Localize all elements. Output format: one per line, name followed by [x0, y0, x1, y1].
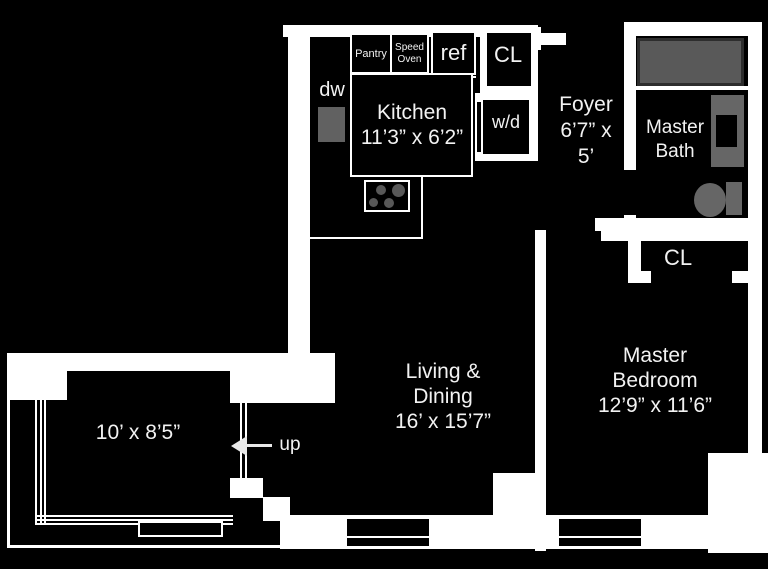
wall-master-closet-left [628, 230, 641, 283]
pantry-cabinet: Pantry [350, 33, 392, 74]
master-bedroom-label-line2: Bedroom [612, 369, 698, 392]
burner-icon [376, 185, 386, 195]
wall-living-bedroom [535, 230, 546, 551]
wall-living-left-block [230, 353, 335, 403]
terrace-railing-bottom-1 [35, 515, 233, 517]
wall-entry-jamb-horizontal [539, 33, 566, 45]
burner-icon [369, 198, 378, 207]
washer-dryer-door-slot [477, 102, 481, 152]
master-bath-label: Master Bath [630, 116, 720, 164]
kitchen-floor-outline [350, 73, 473, 177]
terrace-railing-bottom-3 [35, 523, 233, 525]
stairs-up-label: up [279, 434, 301, 455]
up-arrow-stem [246, 444, 272, 447]
terrace-railing-left-3 [44, 400, 46, 525]
wall-right [748, 22, 762, 455]
washer-dryer-label: w/d [491, 112, 520, 132]
foyer-label-dims1: 6’7” x [560, 119, 612, 142]
pantry-label: Pantry [355, 47, 387, 60]
window-sash-line [559, 536, 641, 538]
window-bedroom [557, 517, 643, 548]
counter-line-horizontal [310, 237, 423, 239]
wall-column-block [493, 473, 545, 515]
wall-bath-left-upper [624, 28, 636, 170]
living-dining-label-line1: Living & [405, 360, 481, 383]
wall-bottom-right-block [708, 453, 768, 553]
toilet-bowl [694, 183, 726, 217]
stair-step-1 [230, 478, 263, 498]
terrace-outer-left-line [7, 353, 10, 548]
terrace-railing-left-2 [40, 400, 42, 525]
toilet-tank [726, 182, 742, 215]
wall-bath-top [624, 22, 762, 36]
terrace-outer-bottom-line [7, 545, 283, 548]
terrace-label: 10’ x 8’5” [68, 421, 208, 445]
hall-closet-interior [487, 33, 531, 86]
wall-bedroom-top [601, 230, 748, 241]
dishwasher-label: dw [319, 79, 345, 101]
foyer-label: Foyer 6’7” x 5’ [544, 92, 628, 170]
foyer-label-dims2: 5’ [577, 145, 595, 168]
window-sash-line [347, 536, 429, 538]
wall-master-closet-right-stub [732, 271, 748, 283]
kitchen-label-name: Kitchen [376, 101, 448, 124]
speed-oven-label-line1: Speed [395, 41, 424, 53]
wall-kitchen-left [288, 25, 310, 353]
speed-oven-label-line2: Oven [397, 53, 422, 65]
master-bedroom-label-dims: 12’9” x 11’6” [597, 394, 712, 417]
master-closet-label: CL [663, 245, 693, 270]
master-bath-label-line2: Bath [655, 141, 695, 162]
terrace-railing-left-1 [35, 400, 37, 525]
master-bath-label-line1: Master [645, 117, 705, 138]
wall-terrace-top-left-block [10, 353, 67, 400]
sink-basin [716, 115, 737, 147]
living-dining-label-dims: 16’ x 15’7” [394, 410, 492, 433]
living-dining-label: Living & Dining 16’ x 15’7” [368, 359, 518, 434]
refrigerator-label: ref [440, 40, 467, 65]
washer-dryer-interior [483, 100, 529, 154]
burner-icon [384, 198, 394, 208]
kitchen-label: Kitchen 11’3” x 6’2” [337, 100, 487, 150]
counter-line-vertical [421, 177, 423, 238]
hall-closet-label: CL [493, 42, 523, 67]
refrigerator: ref [431, 31, 476, 75]
living-dining-label-line2: Dining [413, 385, 473, 408]
terrace-lower-step [138, 521, 223, 537]
terrace-railing-bottom-2 [35, 519, 233, 521]
bathtub [637, 38, 744, 86]
kitchen-label-dims: 11’3” x 6’2” [360, 126, 464, 149]
foyer-label-name: Foyer [559, 93, 613, 116]
master-bedroom-label: Master Bedroom 12’9” x 11’6” [571, 343, 739, 418]
wall-master-closet-left-return [628, 271, 651, 283]
speed-oven-cabinet: Speed Oven [390, 33, 429, 74]
wall-bath-bottom [595, 218, 748, 231]
bathtub-front-line [636, 86, 748, 90]
master-bedroom-label-line1: Master [622, 344, 688, 367]
dishwasher-appliance [318, 107, 345, 142]
stair-step-2 [263, 497, 290, 521]
burner-icon [392, 184, 405, 197]
terrace-label-dims: 10’ x 8’5” [95, 421, 181, 444]
up-arrow-icon [231, 436, 247, 456]
window-living [345, 517, 431, 548]
